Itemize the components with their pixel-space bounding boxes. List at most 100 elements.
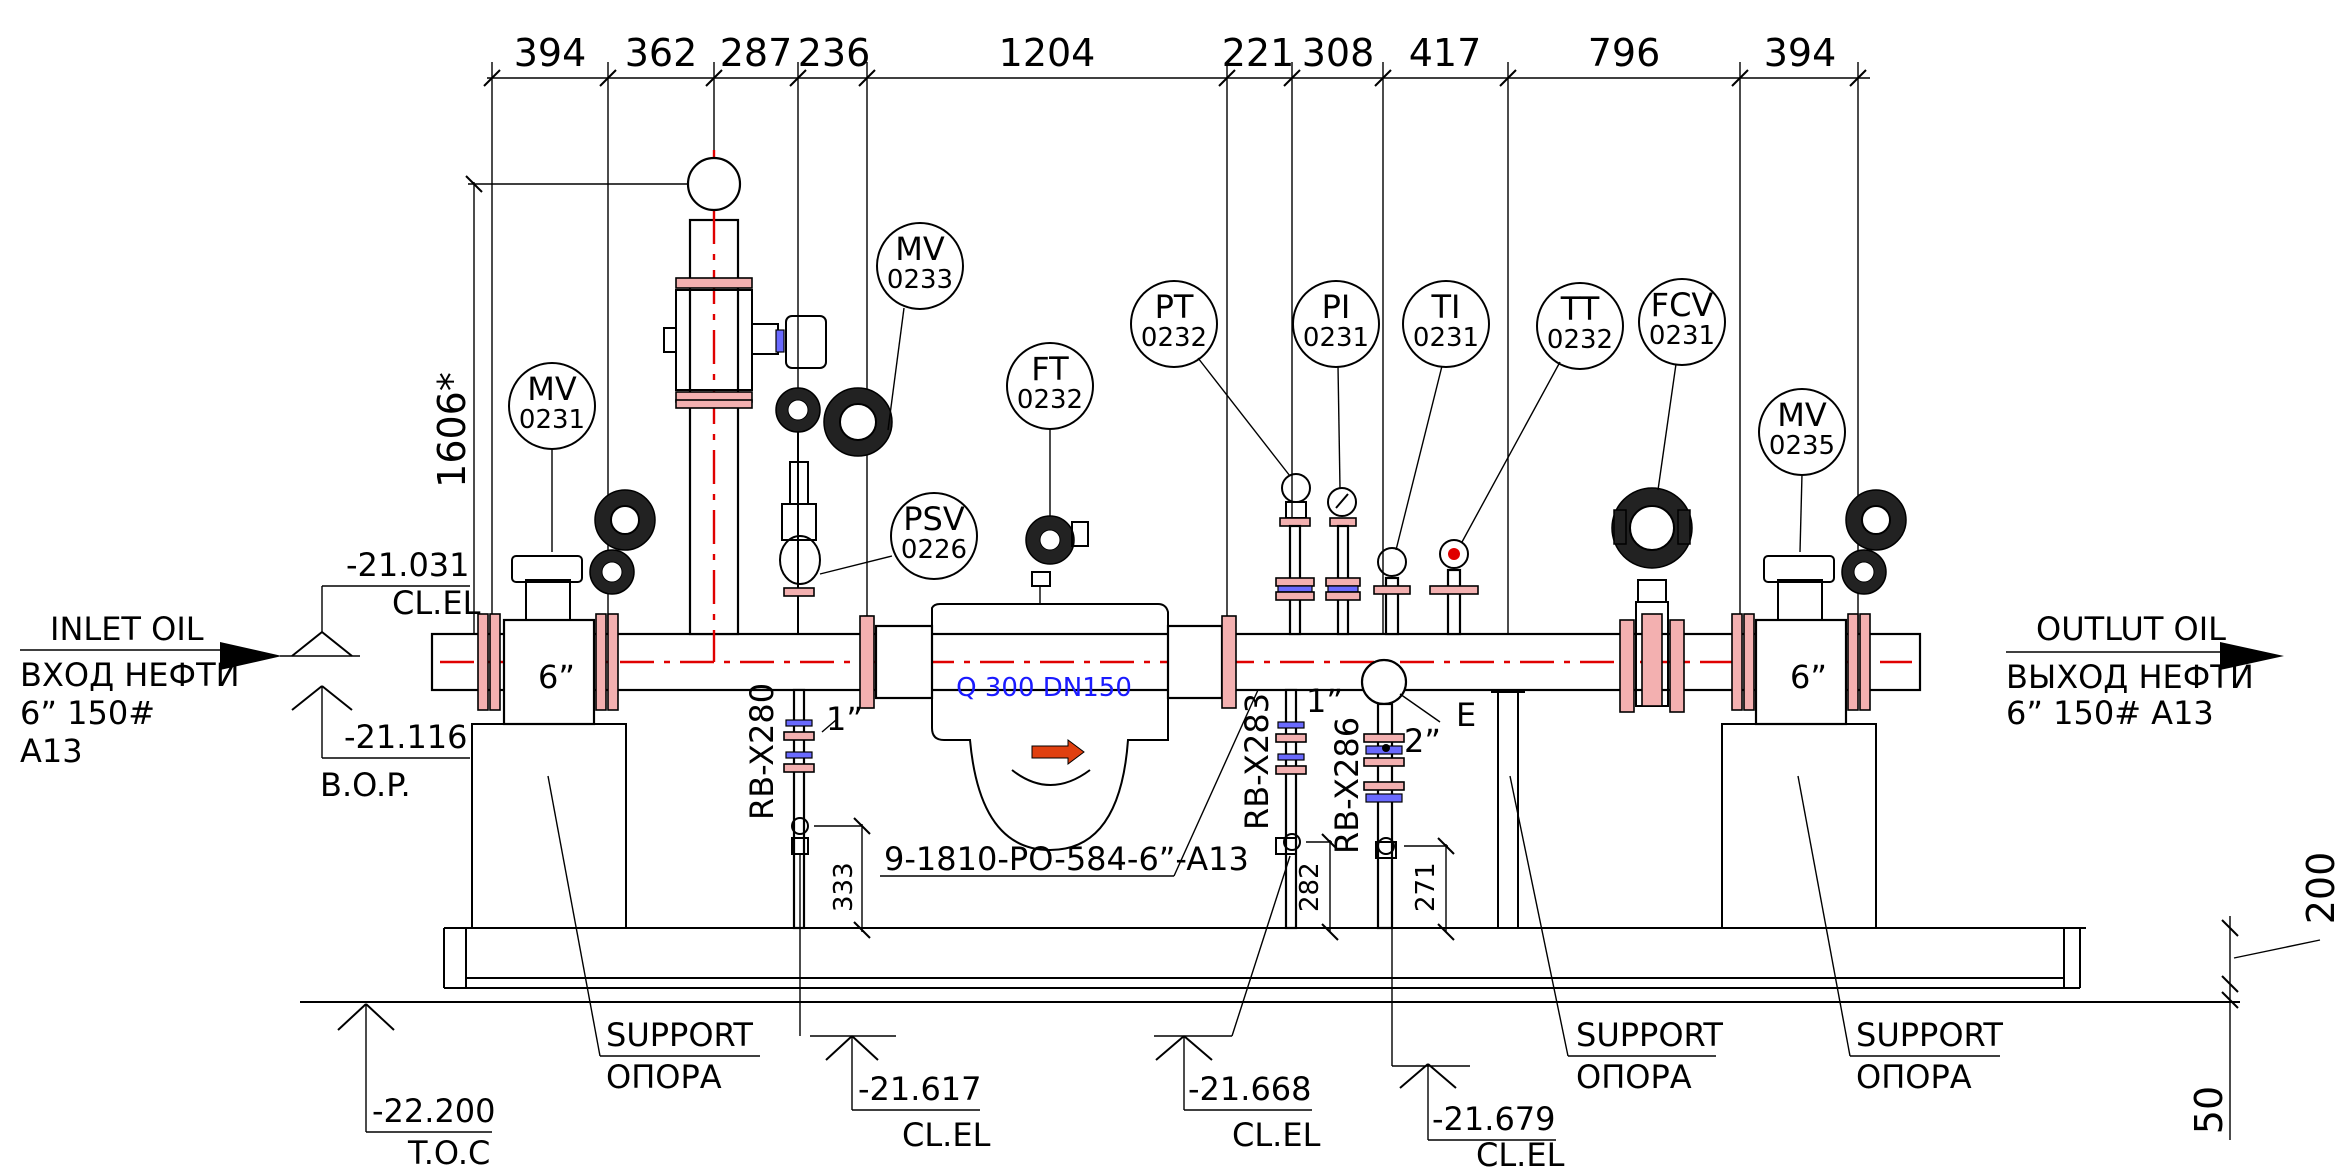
support-right-en: SUPPORT — [1856, 1016, 2003, 1054]
right-dimensions: 200 50 — [2187, 852, 2341, 1140]
svg-text:MV: MV — [1777, 396, 1827, 434]
support-post-center — [1497, 685, 1519, 929]
drain-1-line-label: RB-X280 — [743, 683, 781, 820]
elevation-top-of-pipe: -21.031 CL.EL — [291, 546, 481, 657]
right-dim-50: 50 — [2187, 1086, 2231, 1134]
elev-toc-label: T.O.C — [407, 1134, 490, 1169]
support-right-ru: ОПОРА — [1856, 1058, 1972, 1096]
elev-drain2-value: -21.668 — [1188, 1070, 1312, 1108]
support-left-en: SUPPORT — [606, 1016, 753, 1054]
drain-1-dim: 333 — [829, 862, 859, 912]
dim-9: 796 — [1588, 31, 1661, 75]
svg-text:0231: 0231 — [1649, 321, 1715, 351]
svg-text:PT: PT — [1155, 288, 1194, 326]
main-line-label: 9-1810-PO-584-6”-A13 — [880, 689, 1259, 878]
support-callout-right: SUPPORT ОПОРА — [1797, 775, 2003, 1096]
height-dimension: 1606* — [430, 175, 712, 660]
elev-drain3-label: CL.EL — [1476, 1136, 1565, 1169]
tag-mv-0235: MV 0235 — [1758, 388, 1846, 553]
inlet-spec1: 6” 150# — [20, 694, 155, 732]
tag-pi-0231: PI 0231 — [1292, 280, 1380, 489]
outlet-arrow-icon — [2220, 642, 2284, 670]
elev-drain3-value: -21.679 — [1432, 1100, 1556, 1138]
svg-text:0231: 0231 — [519, 405, 585, 435]
elev-toc-value: -22.200 — [372, 1092, 496, 1130]
svg-text:0226: 0226 — [901, 535, 967, 565]
meter-label: Q 300 DN150 — [956, 673, 1132, 703]
svg-text:0232: 0232 — [1547, 325, 1613, 355]
drain-3: E RB-X286 271 2” — [1328, 658, 1476, 1067]
dim-7: 308 — [1302, 31, 1375, 75]
svg-text:FT: FT — [1031, 350, 1069, 388]
svg-text:0233: 0233 — [887, 265, 953, 295]
support-center-ru: ОПОРА — [1576, 1058, 1692, 1096]
svg-text:0231: 0231 — [1303, 323, 1369, 353]
inlet-ru: ВХОД НЕФТИ — [20, 656, 240, 694]
drain-2-size: 1” — [1306, 682, 1343, 720]
svg-text:TI: TI — [1431, 288, 1461, 326]
drain-2-line-label: RB-X283 — [1238, 693, 1276, 830]
tag-fcv-0231: FCV 0231 — [1638, 278, 1726, 491]
outlet-meter-body — [1731, 489, 1907, 726]
support-blocks — [471, 683, 1877, 929]
dim-1: 394 — [514, 31, 587, 75]
elevation-drain-3: -21.679 CL.EL — [1399, 1063, 1565, 1169]
drain-3-line-label: RB-X286 — [1328, 717, 1366, 854]
instrument-tags: MV 0231 MV 0233 PSV 0226 FT 0232 PT 0232 — [508, 222, 1846, 580]
drain-2: RB-X283 282 1” — [1154, 682, 1343, 1037]
support-left-ru: ОПОРА — [606, 1058, 722, 1096]
point-e-circle — [1360, 658, 1408, 706]
outlet-ru: ВЫХОД НЕФТИ — [2006, 658, 2254, 696]
support-block-left — [471, 723, 627, 929]
base-frame — [300, 927, 2240, 1003]
tag-mv-0233: MV 0233 — [876, 222, 964, 431]
dim-2: 362 — [625, 31, 698, 75]
tag-tt-0232: TT 0232 — [1461, 282, 1624, 543]
tag-ft-0232: FT 0232 — [1006, 342, 1094, 516]
top-dimension-chain: 394 362 287 236 1204 221 308 417 796 394 — [483, 31, 1870, 640]
tag-mv-0231: MV 0231 — [508, 362, 596, 552]
dim-8: 417 — [1409, 31, 1482, 75]
pipe-end-circle — [686, 156, 742, 212]
elev-drain2-label: CL.EL — [1232, 1116, 1321, 1154]
vertical-riser — [663, 150, 827, 662]
elevation-drain-1: -21.617 CL.EL — [825, 1035, 991, 1154]
instrument-stack — [1275, 473, 1479, 636]
svg-text:MV: MV — [527, 370, 577, 408]
elevation-bop: -21.116 B.O.P. — [280, 655, 470, 804]
drain-1: RB-X280 333 1” — [743, 683, 896, 1037]
height-dim-label: 1606* — [430, 372, 474, 488]
elev-bop-label: B.O.P. — [320, 766, 411, 804]
tag-psv-0226: PSV 0226 — [819, 492, 978, 580]
control-valve — [1611, 487, 1693, 713]
svg-text:PSV: PSV — [903, 500, 965, 538]
svg-text:TT: TT — [1560, 290, 1600, 328]
support-callout-center: SUPPORT ОПОРА — [1509, 775, 1723, 1096]
dim-4: 236 — [798, 31, 871, 75]
svg-text:FCV: FCV — [1651, 286, 1714, 324]
inlet-pipe-size: 6” — [538, 658, 575, 696]
svg-text:0232: 0232 — [1141, 323, 1207, 353]
support-center-en: SUPPORT — [1576, 1016, 1723, 1054]
elevation-toc: -22.200 T.O.C — [337, 1003, 496, 1169]
inlet-spec2: A13 — [20, 732, 83, 770]
outlet-pipe-size: 6” — [1790, 658, 1827, 696]
drain-3-size: 2” — [1404, 722, 1441, 760]
dim-6: 221 — [1222, 31, 1295, 75]
dim-5: 1204 — [999, 31, 1096, 75]
svg-text:0231: 0231 — [1413, 323, 1479, 353]
main-line-text: 9-1810-PO-584-6”-A13 — [884, 840, 1249, 878]
svg-text:MV: MV — [895, 230, 945, 268]
support-block-right — [1721, 723, 1877, 929]
elev-drain1-label: CL.EL — [902, 1116, 991, 1154]
elev-drain1-value: -21.617 — [858, 1070, 982, 1108]
elev-bop-value: -21.116 — [344, 718, 468, 756]
elevation-drain-2: -21.668 CL.EL — [1155, 1035, 1321, 1154]
svg-text:0232: 0232 — [1017, 385, 1083, 415]
drain-3-dim: 271 — [1411, 862, 1441, 912]
inlet-title: INLET OIL — [50, 610, 204, 648]
outlet-label-block: OUTLUT OIL ВЫХОД НЕФТИ 6” 150# A13 — [2006, 610, 2284, 732]
drain-2-dim: 282 — [1295, 862, 1325, 912]
svg-text:0235: 0235 — [1769, 431, 1835, 461]
